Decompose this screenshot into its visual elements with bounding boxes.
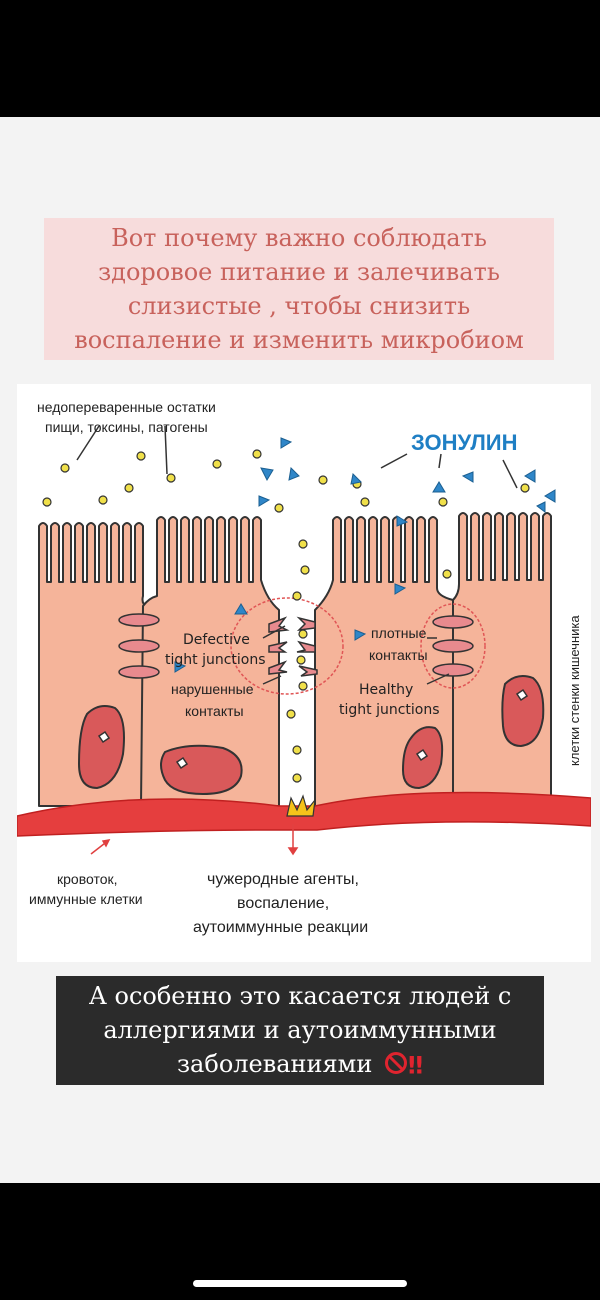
bottom-caption-line-3: заболеваниями ‼ [56, 1050, 544, 1081]
label-defective-2: tight junctions [165, 652, 266, 668]
tight-junctions [118, 613, 474, 679]
label-tight-2: контакты [369, 647, 428, 663]
diagram-svg: недопереваренные остатки пищи, токсины, … [17, 399, 591, 936]
top-caption: Вот почему важно соблюдать здоровое пита… [44, 218, 554, 360]
label-broken-1: нарушенные [171, 681, 254, 697]
label-healthy-2: tight junctions [339, 702, 440, 718]
nucleus-spots [97, 688, 529, 770]
top-caption-line-4: воспаление и изменить микробиом [74, 326, 524, 354]
label-zonulin: ЗОНУЛИН [411, 430, 517, 455]
nucleus-2 [160, 744, 243, 796]
prohibited-icon [384, 1051, 408, 1081]
label-undigested-2: пищи, токсины, патогены [45, 419, 208, 435]
home-indicator[interactable] [193, 1280, 407, 1287]
bottom-caption-line-3-text: заболеваниями [176, 1050, 373, 1078]
cell-nuclei [77, 675, 545, 796]
label-undigested-1: недопереваренные остатки [37, 399, 216, 415]
nucleus-1 [77, 705, 125, 790]
top-caption-line-2: здоровое питание и залечивать [98, 258, 500, 286]
cell-2 [140, 516, 280, 807]
label-blood-2: иммунные клетки [29, 891, 143, 907]
junction-highlights [230, 597, 486, 695]
leader-lines [76, 425, 518, 685]
arrows [90, 824, 299, 856]
cell-4 [452, 512, 552, 807]
label-broken-2: контакты [185, 703, 244, 719]
label-foreign-3: аутоиммунные реакции [193, 919, 368, 936]
top-caption-line-1: Вот почему важно соблюдать [111, 224, 487, 252]
label-healthy-1: Healthy [359, 682, 413, 698]
particles [42, 449, 530, 783]
label-defective-1: Defective [183, 632, 250, 648]
top-caption-line-3: слизистые , чтобы снизить [127, 292, 471, 320]
label-intestinal-cells: клетки стенки кишечника [567, 615, 582, 766]
top-black-bar [0, 0, 600, 117]
label-blood-1: кровоток, [57, 871, 118, 887]
double-exclamation-icon: ‼ [407, 1051, 424, 1080]
bottom-caption-line-2: аллергиями и аутоиммунными [103, 1016, 497, 1044]
label-foreign-2: воспаление, [237, 895, 329, 912]
nucleus-4 [501, 675, 545, 748]
bottom-caption-line-1: А особенно это касается людей с [88, 982, 512, 1010]
label-foreign-1: чужеродные агенты, [207, 871, 359, 888]
bottom-caption: А особенно это касается людей с аллергия… [56, 976, 544, 1085]
burst-icon [286, 794, 316, 817]
label-tight-1: плотные [371, 625, 427, 641]
zonulin-molecules [174, 437, 556, 673]
intestinal-wall-diagram: недопереваренные остатки пищи, токсины, … [17, 384, 591, 962]
